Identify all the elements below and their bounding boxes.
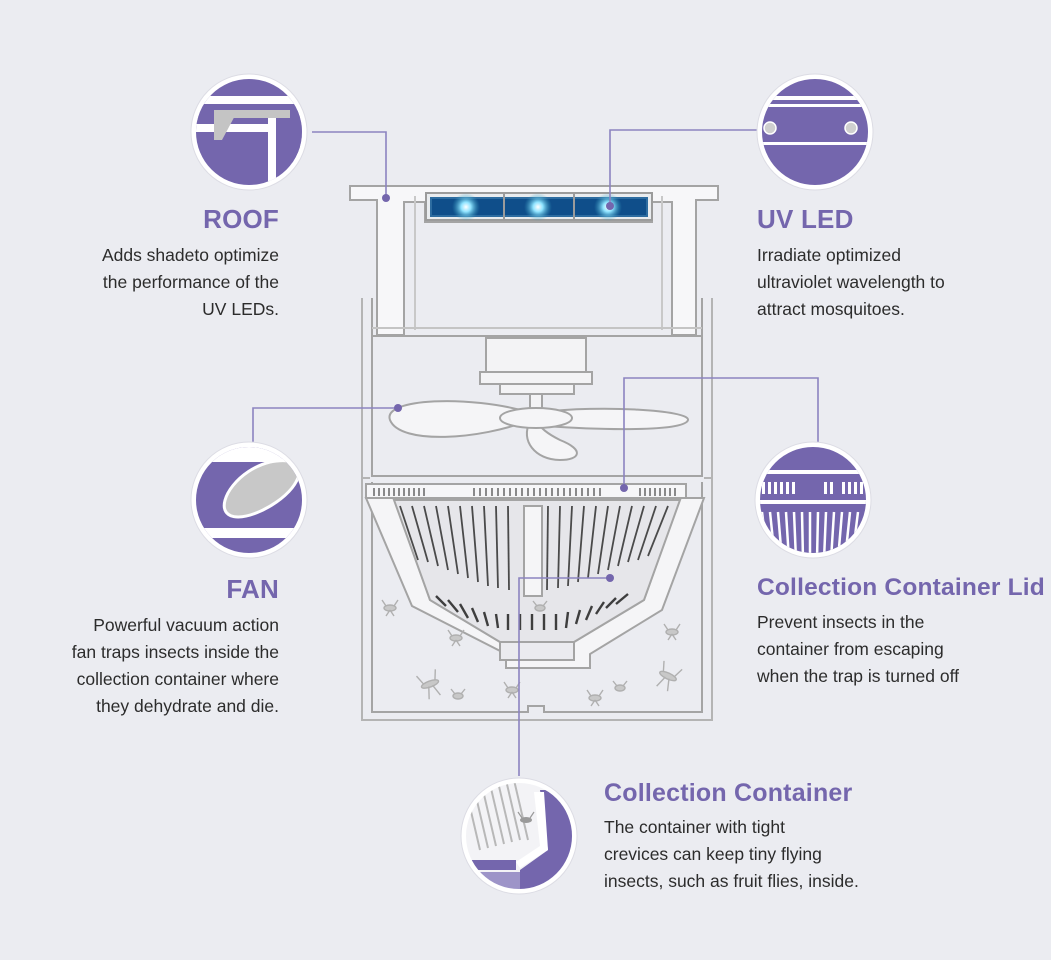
container-title: Collection Container xyxy=(604,779,853,807)
uv-led-description: Irradiate optimized ultraviolet waveleng… xyxy=(757,242,945,323)
fan-description-line: fan traps insects inside the xyxy=(71,642,279,662)
fan-motor xyxy=(479,337,593,411)
lid-description-line: when the trap is turned off xyxy=(757,666,960,686)
leader-dots xyxy=(382,194,628,582)
lid-description: Prevent insects in the container from es… xyxy=(757,609,959,690)
roof-description-line: UV LEDs. xyxy=(202,299,279,319)
trapped-insects xyxy=(381,599,683,707)
container-lid xyxy=(365,483,687,499)
fan-description-line: collection container where xyxy=(76,669,279,689)
container-description-line: The container with tight xyxy=(604,817,785,837)
fan-blades xyxy=(388,400,690,462)
collection-container-detail-icon xyxy=(460,777,578,895)
container-description: The container with tight crevices can ke… xyxy=(604,814,859,895)
fan-blade-detail-icon xyxy=(190,441,308,559)
uv-led-glow-2 xyxy=(524,193,552,221)
roof-description-line: the performance of the xyxy=(102,272,279,292)
container-leader-dot xyxy=(606,574,614,582)
container-description-line: insects, such as fruit flies, inside. xyxy=(604,871,859,891)
collection-funnel xyxy=(364,497,706,669)
container-lid-detail-icon xyxy=(754,441,872,559)
uv-led-glow-1 xyxy=(452,193,480,221)
container-leader-line xyxy=(518,577,610,776)
fan-description-line: they dehydrate and die. xyxy=(96,696,279,716)
uv-led-detail-icon xyxy=(756,73,874,191)
uv-led-title: UV LED xyxy=(757,204,854,234)
lid-leader-dot xyxy=(620,484,628,492)
fan-title: FAN xyxy=(226,574,279,604)
roof-leader-line xyxy=(312,131,387,196)
container-description-line: crevices can keep tiny flying xyxy=(604,844,822,864)
uv-led-description-line: ultraviolet wavelength to xyxy=(757,272,945,292)
uv-led-description-line: Irradiate optimized xyxy=(757,245,901,265)
roof-description: Adds shadeto optimize the performance of… xyxy=(102,242,279,323)
uv-led-bar xyxy=(425,192,653,221)
roof-title: ROOF xyxy=(203,204,279,234)
fan-leader-line xyxy=(252,407,398,448)
roof-description-line: Adds shadeto optimize xyxy=(101,245,279,265)
uv-led-description-line: attract mosquitoes. xyxy=(757,299,905,319)
leader-lines xyxy=(252,129,819,776)
roof-leader-dot xyxy=(382,194,390,202)
fan-description: Powerful vacuum action fan traps insects… xyxy=(72,612,279,720)
lid-title: Collection Container Lid xyxy=(757,574,1045,601)
lid-description-line: Prevent insects in the xyxy=(757,612,925,632)
trap-device xyxy=(349,185,719,721)
lid-description-line: container from escaping xyxy=(757,639,944,659)
fan-leader-dot xyxy=(394,404,402,412)
uv-led-leader-dot xyxy=(606,202,614,210)
uv-led-leader-line xyxy=(609,129,762,205)
roof-detail-icon xyxy=(190,73,308,191)
lid-leader-line xyxy=(623,377,819,488)
fan-description-line: Powerful vacuum action xyxy=(93,615,279,635)
lower-body xyxy=(361,478,713,721)
